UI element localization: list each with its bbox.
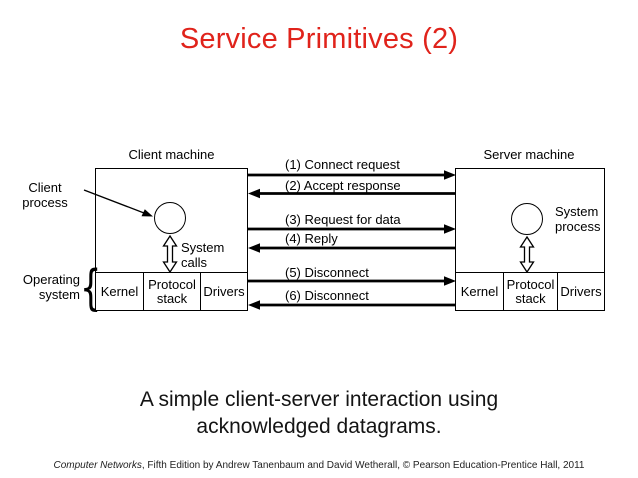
system-calls-label-line1: System bbox=[181, 240, 225, 255]
client-machine-label: Client machine bbox=[128, 147, 215, 162]
message-label-2: (2) Accept response bbox=[285, 178, 401, 193]
client-process-circle bbox=[154, 202, 186, 234]
server-drivers-label: Drivers bbox=[560, 283, 602, 299]
system-calls-label: System calls bbox=[181, 240, 224, 270]
server-kernel-label: Kernel bbox=[460, 283, 499, 299]
client-drivers-cell: Drivers bbox=[201, 273, 247, 310]
message-arrow-5 bbox=[248, 276, 456, 286]
client-kernel-label: Kernel bbox=[100, 283, 139, 299]
message-arrow-2 bbox=[248, 188, 455, 199]
footer-credit: Computer Networks, Fifth Edition by Andr… bbox=[0, 459, 638, 472]
client-process-label: Client process bbox=[8, 180, 82, 210]
client-protocol-stack-cell: Protocol stack bbox=[144, 273, 201, 310]
server-drivers-cell: Drivers bbox=[558, 273, 604, 310]
server-protocol-stack-label-line1: Protocol bbox=[506, 276, 555, 292]
message-label-4: (4) Reply bbox=[285, 231, 338, 246]
server-protocol-stack-label-line2: stack bbox=[515, 290, 546, 306]
footer-credit-rest: , Fifth Edition by Andrew Tanenbaum and … bbox=[141, 460, 585, 471]
system-process-label: System process bbox=[555, 204, 601, 234]
message-arrow-1 bbox=[248, 170, 456, 180]
server-kernel-cell: Kernel bbox=[456, 273, 504, 310]
server-os-stack-row: Kernel Protocol stack Drivers bbox=[455, 272, 605, 311]
server-protocol-stack-cell: Protocol stack bbox=[504, 273, 558, 310]
message-arrow-3 bbox=[248, 224, 456, 234]
operating-system-label: Operating system bbox=[4, 272, 80, 302]
message-arrow-4 bbox=[248, 243, 455, 253]
message-label-5: (5) Disconnect bbox=[285, 265, 369, 280]
client-process-label-line1: Client bbox=[28, 180, 62, 195]
system-process-label-line2: process bbox=[555, 219, 601, 234]
caption: A simple client-server interaction using… bbox=[0, 386, 638, 440]
client-process-pointer-arrow bbox=[83, 189, 153, 217]
message-label-6: (6) Disconnect bbox=[285, 288, 369, 303]
message-label-1: (1) Connect request bbox=[285, 157, 400, 172]
server-process-circle bbox=[511, 203, 543, 235]
client-protocol-stack-label-line2: stack bbox=[156, 290, 188, 306]
operating-system-label-line1: Operating bbox=[22, 272, 80, 287]
message-label-3: (3) Request for data bbox=[285, 212, 401, 227]
caption-line-2: acknowledged datagrams. bbox=[196, 415, 442, 438]
slide-title: Service Primitives (2) bbox=[179, 23, 459, 55]
client-kernel-cell: Kernel bbox=[96, 273, 144, 310]
operating-system-label-line2: system bbox=[38, 287, 80, 302]
caption-line-1: A simple client-server interaction using bbox=[139, 388, 499, 411]
client-protocol-stack-label-line1: Protocol bbox=[148, 276, 196, 292]
client-drivers-label: Drivers bbox=[203, 283, 245, 299]
footer-book-title: Computer Networks bbox=[53, 460, 142, 471]
server-machine-label: Server machine bbox=[483, 147, 575, 162]
system-calls-label-line2: calls bbox=[181, 255, 208, 270]
client-os-stack-row: Kernel Protocol stack Drivers bbox=[95, 272, 248, 311]
client-process-label-line2: process bbox=[22, 195, 68, 210]
system-process-label-line1: System bbox=[555, 204, 599, 219]
message-arrow-6 bbox=[248, 300, 455, 310]
